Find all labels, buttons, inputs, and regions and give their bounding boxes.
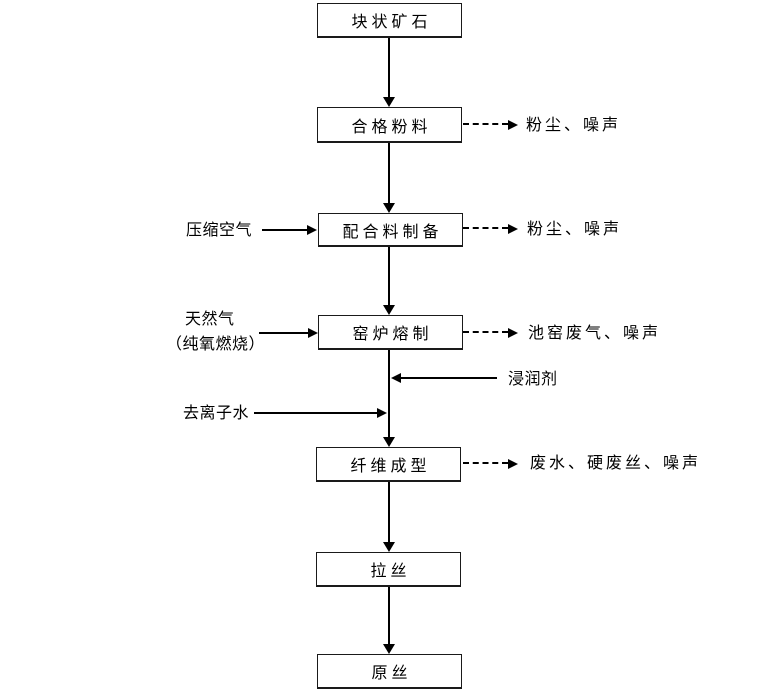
arrow-line <box>259 332 309 334</box>
label-compressed-air: 压缩空气 <box>186 220 253 239</box>
arrowhead-right-icon <box>307 225 317 235</box>
arrow-line <box>401 377 497 379</box>
dashed-arrow-line <box>463 227 508 229</box>
arrowhead-down-icon <box>383 542 395 552</box>
arrowhead-down-icon <box>383 305 395 315</box>
dashed-arrow-line <box>463 462 508 464</box>
arrow-line <box>388 247 390 306</box>
label-emission-dust-noise-2: 粉尘、噪声 <box>527 219 623 238</box>
label-natural-gas: 天然气 <box>185 309 235 328</box>
arrow-line <box>388 587 390 645</box>
arrowhead-right-icon <box>508 224 518 234</box>
arrowhead-down-icon <box>383 97 395 107</box>
label-sizing-agent: 浸润剂 <box>508 369 558 388</box>
arrowhead-right-icon <box>508 120 518 130</box>
arrowhead-right-icon <box>508 459 518 469</box>
arrowhead-right-icon <box>377 408 387 418</box>
label-deionized-water: 去离子水 <box>183 403 250 422</box>
node-kiln-melting: 窑炉熔制 <box>318 315 463 350</box>
dashed-arrow-line <box>463 123 508 125</box>
arrowhead-right-icon <box>508 328 518 338</box>
arrowhead-right-icon <box>308 328 318 338</box>
node-fiber-forming: 纤维成型 <box>316 447 461 482</box>
arrow-line <box>388 38 390 98</box>
arrow-line <box>388 482 390 543</box>
arrow-line <box>388 143 390 204</box>
arrow-line <box>388 350 390 438</box>
label-emission-dust-noise-1: 粉尘、噪声 <box>526 115 622 134</box>
label-natural-gas-note: （纯氧燃烧） <box>166 334 266 353</box>
node-raw-strand: 原丝 <box>317 654 462 689</box>
arrowhead-down-icon <box>383 203 395 213</box>
label-emission-kiln-exhaust: 池窑废气、噪声 <box>528 323 662 342</box>
arrow-line <box>254 412 377 414</box>
node-batch-preparation: 配合料制备 <box>318 213 463 247</box>
arrow-line <box>262 229 308 231</box>
arrowhead-down-icon <box>383 644 395 654</box>
dashed-arrow-line <box>463 331 508 333</box>
label-emission-wastewater: 废水、硬废丝、噪声 <box>530 453 702 472</box>
node-lump-ore: 块状矿石 <box>317 3 462 38</box>
arrowhead-left-icon <box>391 373 401 383</box>
node-qualified-powder: 合格粉料 <box>317 107 462 143</box>
node-wire-drawing: 拉丝 <box>316 552 461 587</box>
arrowhead-down-icon <box>383 437 395 447</box>
